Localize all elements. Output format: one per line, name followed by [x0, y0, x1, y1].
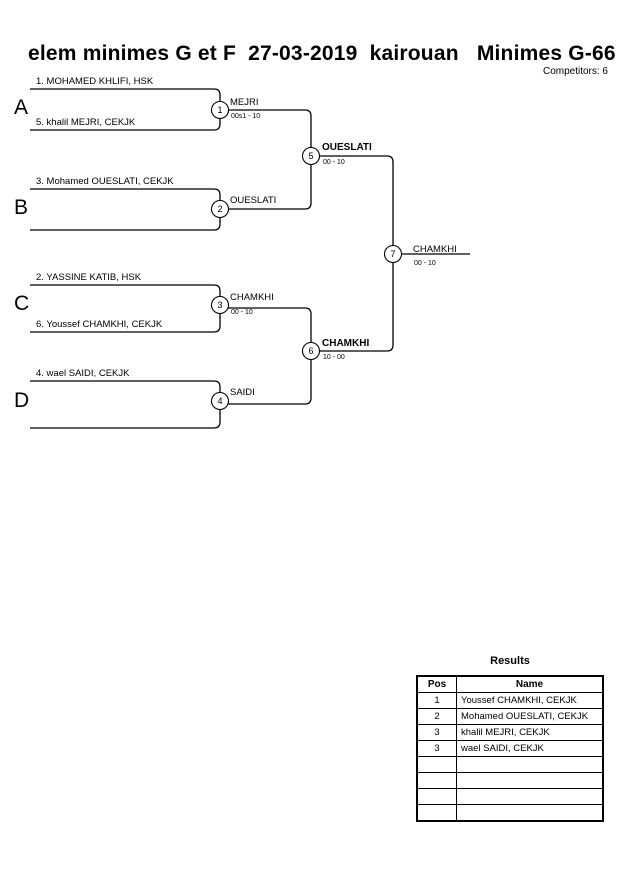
result-name — [456, 804, 604, 822]
result-position — [416, 804, 457, 822]
page-title: elem minimes G et F 27-03-2019 kairouan … — [28, 42, 616, 65]
match-score-6: 10 - 00 — [323, 354, 345, 361]
results-title: Results — [490, 655, 530, 667]
match-winner-1: MEJRI — [230, 97, 259, 108]
seed-entry-6: 6. Youssef CHAMKHI, CEKJK — [36, 319, 163, 330]
result-name — [456, 772, 604, 789]
match-number-5: 5 — [308, 151, 314, 161]
match-score-1: 00s1 - 10 — [231, 113, 261, 120]
result-position: 2 — [416, 708, 457, 725]
result-name: khalil MEJRI, CEKJK — [456, 724, 604, 741]
result-position — [416, 756, 457, 773]
match-winner-5: OUESLATI — [322, 142, 372, 153]
match-winner-4: SAIDI — [230, 387, 255, 398]
match-number-7: 7 — [390, 249, 396, 259]
group-label-a: A — [14, 96, 29, 119]
result-position: 1 — [416, 692, 457, 709]
match-score-5: 00 - 10 — [323, 159, 345, 166]
table-row — [416, 788, 604, 805]
bracket-diagram — [30, 88, 470, 429]
table-row — [416, 772, 604, 789]
group-label-c: C — [14, 292, 30, 315]
group-label-b: B — [14, 196, 29, 219]
match-number-4: 4 — [217, 396, 223, 406]
competitors-count: Competitors: 6 — [542, 66, 608, 77]
result-name — [456, 756, 604, 773]
match-number-2: 2 — [217, 204, 223, 214]
match-score-7: 00 - 10 — [414, 260, 436, 267]
match-number-6: 6 — [308, 346, 314, 356]
seed-entry-1: 1. MOHAMED KHLIFI, HSK — [36, 76, 154, 87]
seed-entry-5: 2. YASSINE KATIB, HSK — [36, 272, 142, 283]
group-label-d: D — [14, 389, 30, 412]
match-number-3: 3 — [217, 300, 223, 310]
result-position: 3 — [416, 724, 457, 741]
results-header-row: Pos Name — [416, 675, 604, 693]
result-position: 3 — [416, 740, 457, 757]
table-row — [416, 756, 604, 773]
results-col-name: Name — [456, 675, 604, 693]
match-winner-2: OUESLATI — [230, 195, 277, 206]
result-name: Mohamed OUESLATI, CEKJK — [456, 708, 604, 725]
seed-entry-2: 5. khalil MEJRI, CEKJK — [36, 117, 136, 128]
result-name: wael SAIDI, CEKJK — [456, 740, 604, 757]
result-position — [416, 772, 457, 789]
result-name — [456, 788, 604, 805]
match-winner-6: CHAMKHI — [322, 338, 370, 349]
result-name: Youssef CHAMKHI, CEKJK — [456, 692, 604, 709]
match-winner-3: CHAMKHI — [230, 292, 274, 303]
match-number-1: 1 — [217, 105, 223, 115]
match-score-3: 00 - 10 — [231, 309, 253, 316]
seed-entry-3: 3. Mohamed OUESLATI, CEKJK — [36, 176, 174, 187]
match-winner-7: CHAMKHI — [413, 244, 457, 255]
seed-entry-7: 4. wael SAIDI, CEKJK — [36, 368, 130, 379]
table-row — [416, 804, 604, 822]
results-col-pos: Pos — [416, 675, 457, 693]
result-position — [416, 788, 457, 805]
